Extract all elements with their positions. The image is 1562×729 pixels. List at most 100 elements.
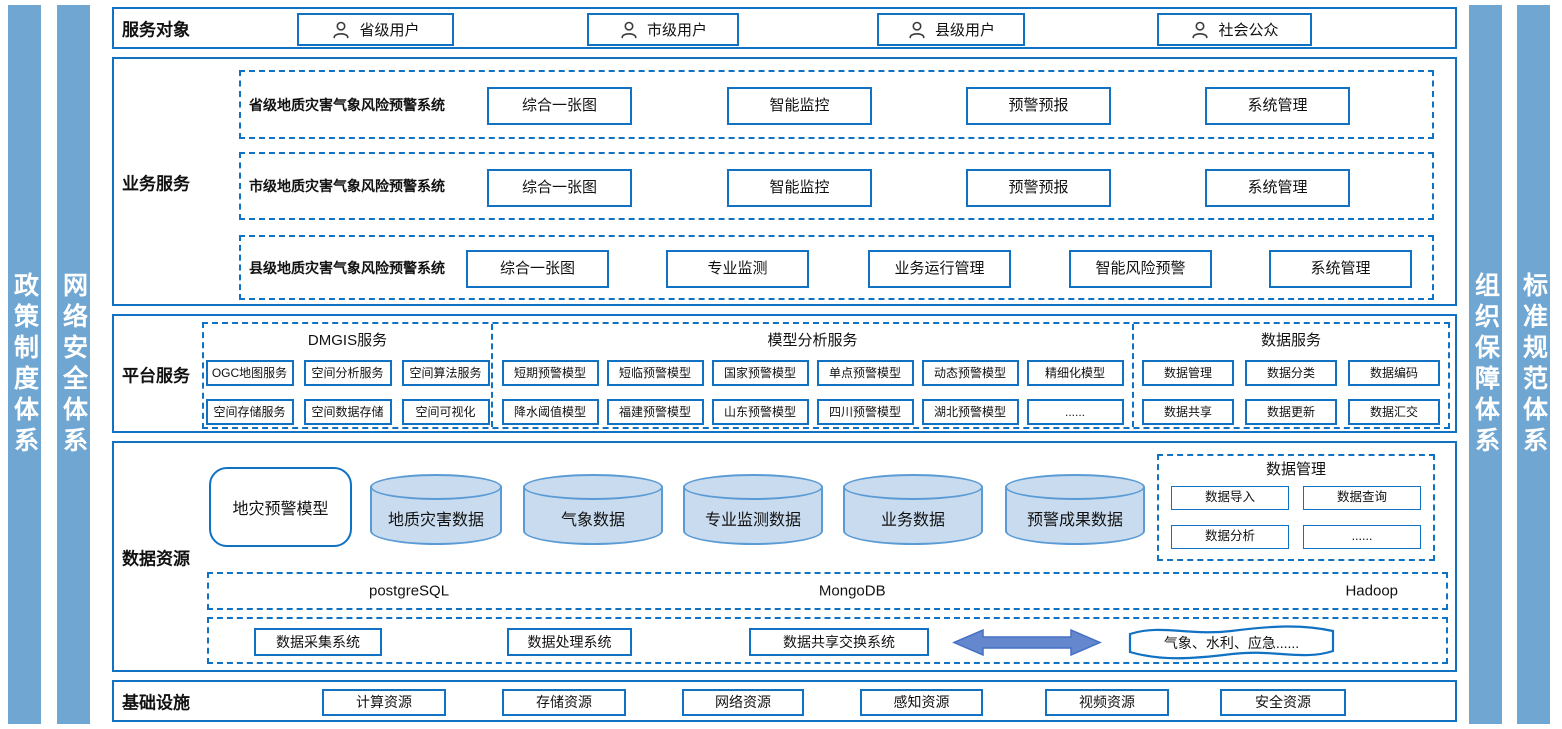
platform-item: 数据共享 bbox=[1142, 399, 1234, 425]
platform-item: 数据编码 bbox=[1348, 360, 1440, 386]
business-row-city: 市级地质灾害气象风险预警系统 综合一张图 智能监控 预警预报 系统管理 bbox=[239, 152, 1434, 220]
platform-item: 国家预警模型 bbox=[711, 360, 809, 386]
infra-item-compute: 计算资源 bbox=[322, 689, 446, 716]
db-mongodb: MongoDB bbox=[818, 582, 886, 600]
cylinder-label: 专业监测数据 bbox=[704, 512, 801, 529]
user-icon bbox=[331, 20, 351, 40]
business-row-label: 省级地质灾害气象风险预警系统 bbox=[249, 96, 445, 113]
platform-item: 空间存储服务 bbox=[205, 399, 294, 425]
section-infrastructure: 基础设施 计算资源 存储资源 网络资源 感知资源 视频资源 安全资源 bbox=[112, 680, 1457, 722]
platform-item: 短临预警模型 bbox=[606, 360, 704, 386]
data-management-item: 数据分析 bbox=[1171, 525, 1289, 549]
platform-item: 四川预警模型 bbox=[816, 399, 914, 425]
external-systems-shape: 气象、水利、应急...... bbox=[1124, 622, 1339, 663]
business-row-province: 省级地质灾害气象风险预警系统 综合一张图 智能监控 预警预报 系统管理 bbox=[239, 70, 1434, 139]
platform-group-models: 模型分析服务 短期预警模型 短临预警模型 国家预警模型 单点预警模型 动态预警模… bbox=[491, 324, 1132, 427]
sidebar-organization-label: 组织保障体系 bbox=[1471, 271, 1500, 458]
platform-item: 空间数据存储 bbox=[303, 399, 392, 425]
business-item: 专业监测 bbox=[666, 250, 809, 288]
platform-group-dmgis: DMGIS服务 OGC地图服务 空间分析服务 空间算法服务 空间存储服务 空间数… bbox=[204, 324, 491, 427]
cylinder-warning-result-data: 预警成果数据 bbox=[1005, 474, 1145, 545]
platform-item: 数据汇交 bbox=[1348, 399, 1440, 425]
data-management-box: 数据管理 数据导入 数据查询 数据分析 ...... bbox=[1157, 454, 1435, 561]
db-hadoop: Hadoop bbox=[1345, 582, 1398, 600]
user-icon bbox=[1190, 20, 1210, 40]
data-systems-row: 数据采集系统 数据处理系统 数据共享交换系统 气象、水利、应急...... bbox=[207, 617, 1448, 664]
section-service-objects: 服务对象 省级用户 市级用户 bbox=[112, 7, 1457, 49]
platform-item: ...... bbox=[1026, 399, 1124, 425]
section-title: 数据资源 bbox=[122, 549, 190, 568]
platform-group-title: 数据服务 bbox=[1260, 332, 1321, 349]
data-management-item: ...... bbox=[1303, 525, 1421, 549]
infra-item-video: 视频资源 bbox=[1045, 689, 1169, 716]
cylinder-business-data: 业务数据 bbox=[843, 474, 983, 545]
business-item: 预警预报 bbox=[966, 87, 1111, 125]
section-title: 基础设施 bbox=[122, 693, 190, 713]
infra-item-network: 网络资源 bbox=[682, 689, 804, 716]
user-box-city: 市级用户 bbox=[587, 13, 739, 46]
data-exchange-system-box: 数据共享交换系统 bbox=[749, 628, 929, 656]
section-data-resources: 数据资源 地灾预警模型 地质灾害数据 气象数据 专业监测数据 业务数据 预警成果… bbox=[112, 441, 1457, 672]
data-management-title: 数据管理 bbox=[1265, 461, 1326, 478]
user-icon bbox=[619, 20, 639, 40]
business-row-label: 县级地质灾害气象风险预警系统 bbox=[249, 259, 445, 276]
user-icon bbox=[907, 20, 927, 40]
section-platform-services: 平台服务 DMGIS服务 OGC地图服务 空间分析服务 空间算法服务 空间存储服… bbox=[112, 314, 1457, 433]
sidebar-standards-label: 标准规范体系 bbox=[1519, 271, 1548, 458]
external-systems-label: 气象、水利、应急...... bbox=[1163, 634, 1300, 651]
user-box-label: 市级用户 bbox=[646, 22, 707, 39]
user-box-province: 省级用户 bbox=[297, 13, 454, 46]
data-management-item: 数据导入 bbox=[1171, 486, 1289, 510]
data-collection-system-box: 数据采集系统 bbox=[254, 628, 382, 656]
user-box-public: 社会公众 bbox=[1157, 13, 1312, 46]
business-item: 综合一张图 bbox=[466, 250, 609, 288]
data-management-item: 数据查询 bbox=[1303, 486, 1421, 510]
sidebar-policy-label: 政策制度体系 bbox=[10, 271, 39, 458]
cylinder-label: 预警成果数据 bbox=[1026, 512, 1123, 529]
platform-groups: DMGIS服务 OGC地图服务 空间分析服务 空间算法服务 空间存储服务 空间数… bbox=[202, 322, 1450, 429]
platform-item: 湖北预警模型 bbox=[921, 399, 1019, 425]
platform-item: 数据更新 bbox=[1245, 399, 1337, 425]
database-row: postgreSQL MongoDB Hadoop bbox=[207, 572, 1448, 610]
user-box-county: 县级用户 bbox=[877, 13, 1025, 46]
section-title: 服务对象 bbox=[122, 20, 190, 40]
main-column: 服务对象 省级用户 市级用户 bbox=[112, 0, 1457, 729]
cylinder-label: 气象数据 bbox=[560, 512, 625, 529]
business-row-label: 市级地质灾害气象风险预警系统 bbox=[249, 178, 445, 194]
platform-group-title: 模型分析服务 bbox=[767, 332, 858, 349]
cylinder-weather-data: 气象数据 bbox=[523, 474, 663, 545]
business-item: 综合一张图 bbox=[487, 169, 632, 207]
business-item: 智能监控 bbox=[727, 169, 872, 207]
cylinder-geo-disaster-data: 地质灾害数据 bbox=[370, 474, 502, 545]
platform-item: 降水阈值模型 bbox=[501, 399, 599, 425]
exchange-arrow-icon bbox=[951, 627, 1103, 663]
sidebar-policy-system: 政策制度体系 bbox=[8, 5, 41, 724]
user-box-label: 县级用户 bbox=[934, 22, 995, 39]
section-title: 业务服务 bbox=[122, 174, 190, 193]
user-box-label: 社会公众 bbox=[1218, 22, 1279, 39]
cylinder-monitoring-data: 专业监测数据 bbox=[683, 474, 823, 545]
business-item: 智能风险预警 bbox=[1069, 250, 1212, 288]
sidebar-network-security: 网络安全体系 bbox=[57, 5, 90, 724]
platform-group-data: 数据服务 数据管理 数据分类 数据编码 数据共享 数据更新 数据汇交 bbox=[1132, 324, 1448, 427]
platform-item: 空间分析服务 bbox=[303, 360, 392, 386]
platform-group-title: DMGIS服务 bbox=[307, 332, 388, 349]
infra-item-sensing: 感知资源 bbox=[860, 689, 983, 716]
business-item: 综合一张图 bbox=[487, 87, 632, 125]
data-processing-system-box: 数据处理系统 bbox=[507, 628, 632, 656]
platform-item: 数据分类 bbox=[1245, 360, 1337, 386]
disaster-warning-model-box: 地灾预警模型 bbox=[209, 467, 352, 547]
platform-item: 山东预警模型 bbox=[711, 399, 809, 425]
platform-item: OGC地图服务 bbox=[205, 360, 294, 386]
platform-item: 空间可视化 bbox=[401, 399, 490, 425]
sidebar-network-label: 网络安全体系 bbox=[59, 271, 88, 458]
business-row-county: 县级地质灾害气象风险预警系统 综合一张图 专业监测 业务运行管理 智能风险预警 … bbox=[239, 235, 1434, 300]
business-item: 系统管理 bbox=[1269, 250, 1412, 288]
business-item: 智能监控 bbox=[727, 87, 872, 125]
business-item: 系统管理 bbox=[1205, 87, 1350, 125]
infra-item-storage: 存储资源 bbox=[502, 689, 626, 716]
section-business-services: 业务服务 省级地质灾害气象风险预警系统 综合一张图 智能监控 预警预报 系统管理… bbox=[112, 57, 1457, 306]
db-postgresql: postgreSQL bbox=[369, 582, 450, 600]
cylinder-label: 业务数据 bbox=[880, 512, 945, 529]
